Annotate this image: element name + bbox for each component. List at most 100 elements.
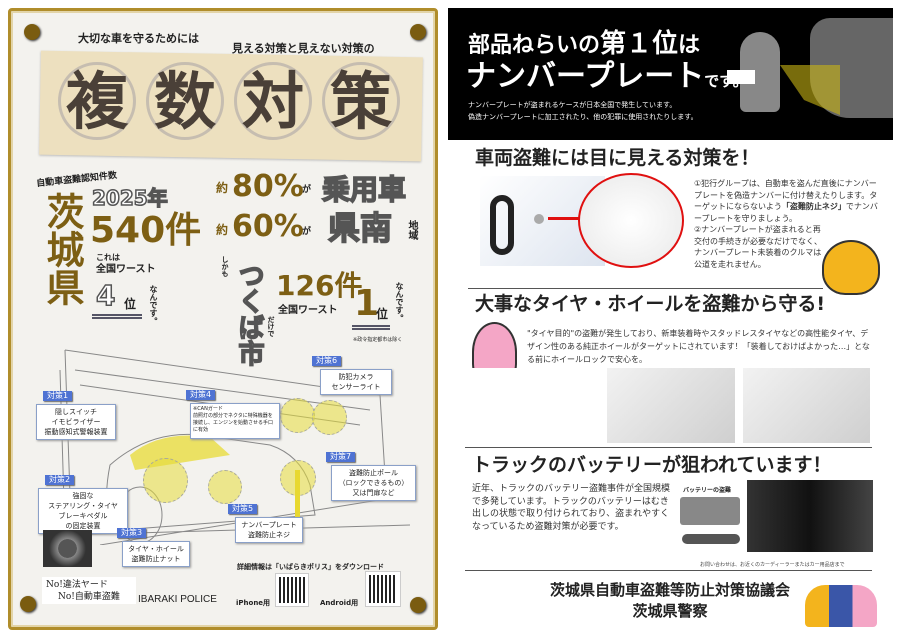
ibaraki-police-logo: IBARAKI POLICE (138, 594, 217, 605)
pole-icon (295, 470, 300, 520)
download-text: 詳細情報は「いばらきポリス」をダウンロード (237, 563, 384, 571)
sec1-bold: 「盗難防止ネジ」 (781, 202, 846, 211)
rank-number-2: 1 (354, 283, 380, 324)
iphone-label: iPhone用 (236, 599, 271, 607)
city-name: つくば市 (233, 261, 265, 367)
measure-6-tag: 対策6 (312, 356, 342, 366)
truck-diagram (680, 497, 740, 525)
sec1-text-2: でナンバープレートを守りましょう。 (694, 202, 878, 223)
wheel-lock-photo-3 (743, 368, 870, 443)
kore-text: これは (96, 253, 120, 262)
banner-subtext: ナンバープレートが盗まれるケースが日本全国で発生しています。 偽造ナンバープレー… (468, 99, 698, 123)
license-plate-icon (727, 70, 755, 84)
measure-2-box: 強固な ステアリング・タイヤ ブレーキペダル の固定装置 (38, 488, 128, 534)
android-qr-code[interactable] (365, 571, 401, 607)
mascot-group (805, 585, 877, 627)
slogan-box: No!違法ヤード No!自動車盗難 (42, 577, 136, 604)
ga-text: が (302, 185, 312, 195)
ga-text: が (302, 227, 312, 237)
sec1-text-1: ①犯行グループは、自動車を盗んだ直後にナンバープレートを偽造ナンバーに付け替えた… (694, 179, 878, 211)
measure-4-box: ※CANガード 前照灯の部分でネクタに特殊機器を接続し、エンジンを始動させる手口… (190, 403, 280, 439)
measure-5-tag: 対策5 (228, 504, 258, 514)
steering-lock-photo (43, 530, 92, 567)
footer-council: 茨城県自動車盗難等防止対策協議会 (549, 581, 790, 599)
arrow-icon (548, 217, 584, 220)
highlight-circle (143, 458, 188, 503)
highlight-circle (280, 398, 315, 433)
section1-title: 車両盗難には目に見える対策を！ (475, 147, 760, 169)
title-char: 数 (146, 62, 224, 140)
main-title: 複 数 対 策 (58, 62, 400, 140)
rank-unit: 位 (124, 297, 137, 311)
shikamo-text: しかも (221, 256, 229, 277)
nandesu-text-2: なんです。 (395, 282, 404, 322)
banner-desu: です。 (704, 72, 748, 90)
screw-icon (534, 214, 544, 224)
underline (92, 314, 142, 319)
banner-sub-2: 偽造ナンバープレートに加工されたり、他の犯罪に使用されたりします。 (468, 113, 698, 121)
pin-icon (20, 596, 36, 612)
title-char: 複 (58, 62, 136, 140)
slogan-2: No!自動車盗難 (58, 592, 120, 602)
section1-text: ①犯行グループは、自動車を盗んだ直後にナンバープレートを偽造ナンバーに付け替えた… (694, 178, 879, 270)
section3-text: 近年、トラックのバッテリー盗難事件が全国規模で多発しています。トラックのバッテリ… (472, 484, 671, 532)
wheel-lock-photo-2 (607, 368, 735, 443)
region-name: 県南 (327, 209, 393, 247)
divider (465, 570, 872, 571)
inquiry-note: お問い合わせは、お近くのカーディーラーまたはカー用品店まで (700, 562, 845, 568)
diagram-result (682, 534, 740, 544)
banner-rank: 第１位 (600, 29, 679, 59)
pin-icon (24, 24, 40, 40)
measure-6-box: 防犯カメラ センサーライト (320, 369, 392, 395)
measure-2-tag: 対策2 (45, 475, 75, 485)
title-char: 策 (322, 62, 400, 140)
wheel-lock-photo-1 (472, 368, 598, 443)
banner-title-1: 部品ねらいの第１位は (468, 30, 700, 60)
pct2-prefix: 約 (216, 223, 229, 237)
footer-police: 茨城県警察 (632, 602, 708, 620)
pct2-value: 60% (232, 209, 304, 244)
section2-text: "タイヤ目的"の盗難が発生しており、新車装着時やスタッドレスタイヤなどの高性能タ… (527, 329, 870, 364)
measure-7-box: 盗難防止ポール （ロックできるもの） 又は門扉など (331, 465, 416, 501)
banner-text: 部品ねらいの (468, 33, 601, 58)
police-mascot (822, 240, 880, 295)
measure-3-box: タイヤ・ホイール 盗難防止ナット (122, 541, 190, 567)
highlight-circle (208, 470, 242, 504)
intro-line-2: 見える対策と見えない対策の (232, 42, 375, 55)
prefecture: 茨城県 (40, 192, 84, 306)
rank-unit-2: 位 (376, 307, 389, 321)
nandesu-text: なんです。 (149, 285, 158, 325)
worst-label-2: 全国ワースト (278, 305, 338, 316)
measure-7-tag: 対策7 (326, 452, 356, 462)
measure-1-tag: 対策1 (43, 391, 73, 401)
pin-icon (410, 24, 426, 40)
banner-plate: ナンバープレート (466, 59, 705, 94)
divider (468, 288, 823, 289)
intro-line-1: 大切な車を守るためには (78, 32, 199, 45)
pct1-value: 80% (232, 169, 304, 204)
region-label: 地域 (406, 220, 417, 240)
plate-digit-zero (490, 195, 514, 255)
vehicle-type: 乗用車 (321, 173, 407, 206)
city-count: 126件 (276, 269, 363, 302)
section3-title: トラックのバッテリーが狙われています！ (472, 454, 832, 476)
pct1-prefix: 約 (216, 181, 229, 195)
measure-3-tag: 対策3 (117, 528, 147, 538)
note: ※政令指定都市は除く (353, 337, 403, 343)
rank-number: 4 (95, 279, 116, 312)
worst-label: 全国ワースト (96, 264, 156, 275)
pin-icon (410, 597, 426, 613)
measure-1-box: 隠しスイッチ イモビライザー 振動感知式警報装置 (36, 404, 116, 440)
dakede-text: だけで (267, 316, 275, 337)
banner-title-2: ナンバープレートです。 (466, 60, 748, 98)
anti-theft-screw-closeup (578, 173, 684, 268)
banner-text: は (678, 33, 701, 58)
divider (465, 447, 872, 448)
sec1-text-3: ②ナンバープレートが盗まれると再交付の手続きが必要なだけでなく、ナンバープレート… (694, 225, 822, 269)
banner-sub-1: ナンバープレートが盗まれるケースが日本全国で発生しています。 (468, 101, 677, 109)
android-label: Android用 (320, 599, 359, 607)
iphone-qr-code[interactable] (275, 573, 309, 607)
highlight-circle (312, 400, 347, 435)
measure-5-box: ナンバープレート 盗難防止ネジ (235, 517, 303, 543)
measure-4-tag: 対策4 (186, 390, 216, 400)
